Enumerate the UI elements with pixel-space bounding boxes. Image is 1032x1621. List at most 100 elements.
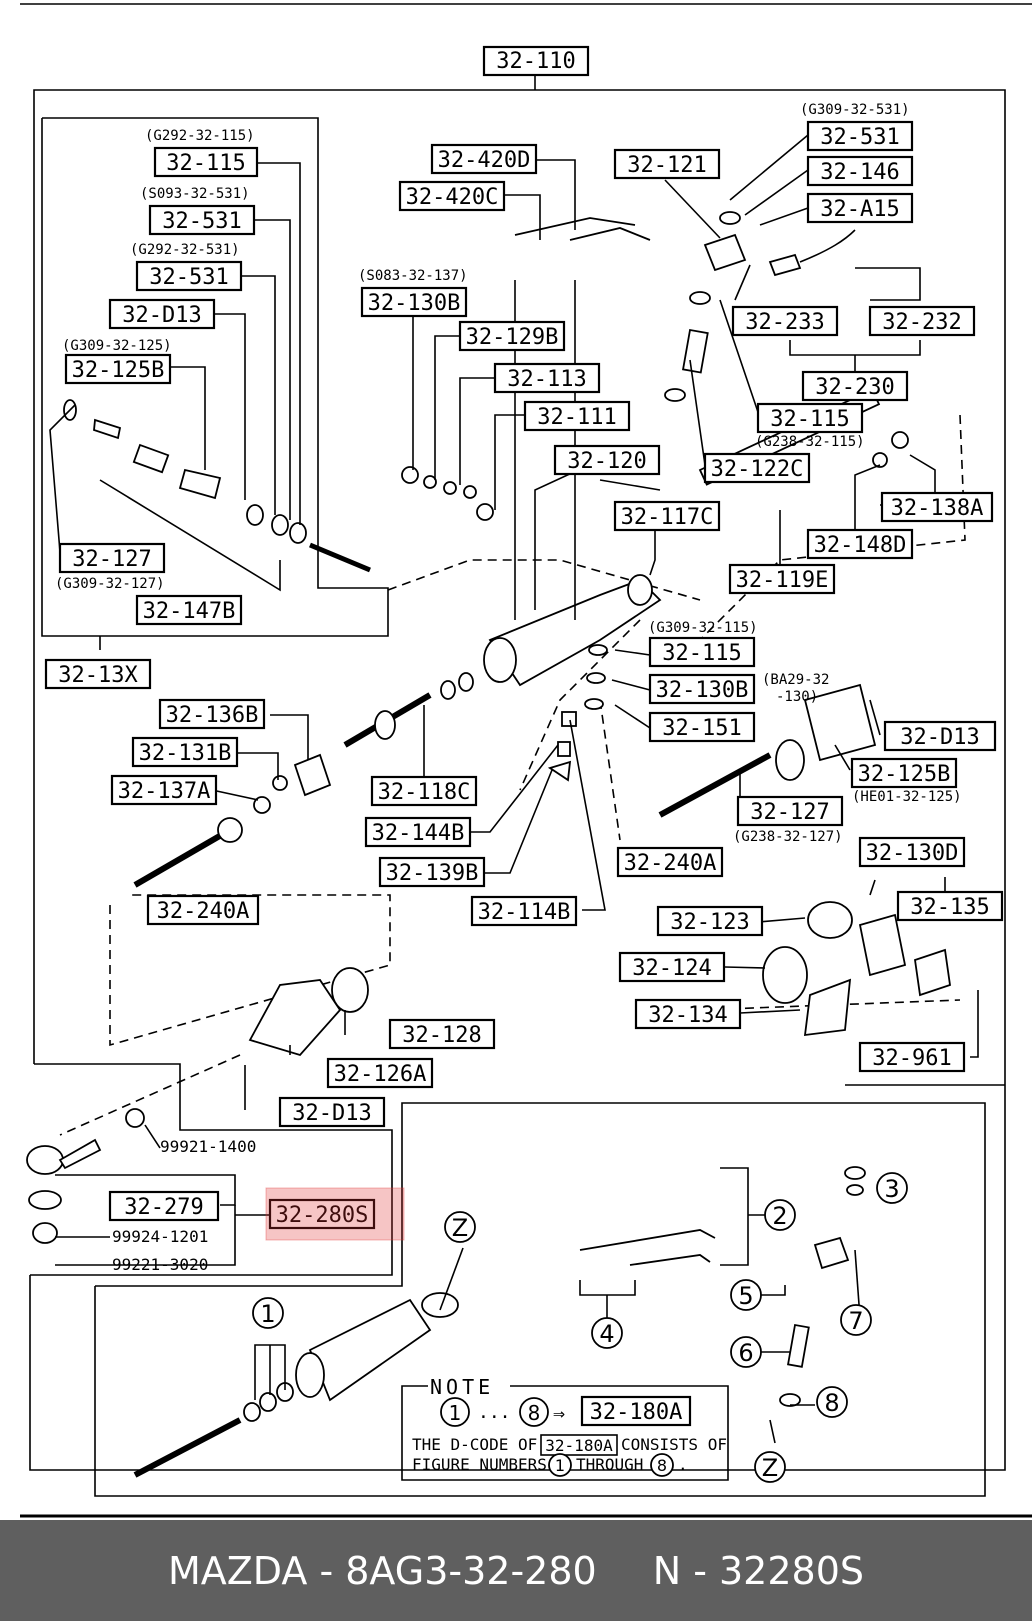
left-subassembly-parts — [63, 399, 371, 573]
label-32-279: 32-279 — [124, 1195, 203, 1220]
label-32-130b-a: 32-130B — [368, 291, 461, 316]
label-32-119e: 32-119E — [736, 568, 829, 593]
label-32-127-a: 32-127 — [72, 547, 151, 572]
code-ba29-line2: -130) — [776, 689, 818, 705]
label-32-240a-right: 32-240A — [624, 851, 717, 876]
figure-number-2: 2 — [772, 1202, 787, 1230]
label-32-151: 32-151 — [662, 716, 741, 741]
note-line1-b: CONSISTS OF — [621, 1435, 727, 1454]
label-32-113: 32-113 — [507, 367, 586, 392]
label-32-136b: 32-136B — [166, 703, 259, 728]
label-32-123: 32-123 — [670, 910, 749, 935]
label-32-122c: 32-122C — [711, 457, 804, 482]
figure-number-5: 5 — [738, 1282, 753, 1310]
label-32-961: 32-961 — [872, 1046, 951, 1071]
note-title: NOTE — [430, 1375, 494, 1399]
label-32-126a: 32-126A — [334, 1062, 427, 1087]
label-32-114b: 32-114B — [478, 900, 571, 925]
label-32-d13-right: 32-D13 — [900, 725, 979, 750]
label-32-232: 32-232 — [882, 310, 961, 335]
figure-number-7: 7 — [848, 1307, 863, 1335]
label-32-d13-a: 32-D13 — [122, 303, 201, 328]
label-32-118c: 32-118C — [378, 780, 471, 805]
label-32-531-right: 32-531 — [820, 125, 899, 150]
label-32-131b: 32-131B — [139, 741, 232, 766]
label-32-531-a: 32-531 — [162, 209, 241, 234]
part-number-footer: MAZDA - 8AG3-32-280 N - 32280S — [0, 1520, 1032, 1621]
label-32-146: 32-146 — [820, 160, 899, 185]
note-figure-8: 8 — [528, 1401, 541, 1425]
label-32-134: 32-134 — [648, 1003, 727, 1028]
label-32-233: 32-233 — [745, 310, 824, 335]
label-32-a15: 32-A15 — [820, 197, 899, 222]
figure-number-4: 4 — [599, 1320, 614, 1348]
label-32-110: 32-110 — [496, 49, 575, 74]
label-32-117c: 32-117C — [621, 505, 714, 530]
note-line2-figure-8: 8 — [657, 1456, 667, 1475]
note-line1-code: 32-180A — [545, 1436, 613, 1455]
label-32-128: 32-128 — [402, 1023, 481, 1048]
code-g292-32-531: (G292-32-531) — [130, 242, 240, 258]
code-g309-32-115: (G309-32-115) — [648, 620, 758, 636]
note-line2-figure-1: 1 — [555, 1456, 565, 1475]
label-32-130b-mid: 32-130B — [656, 678, 749, 703]
code-s083-32-137: (S083-32-137) — [358, 268, 468, 284]
note-line2-a: FIGURE NUMBERS — [412, 1455, 547, 1474]
figure-number-1: 1 — [260, 1300, 275, 1328]
boot-left — [248, 967, 369, 1057]
figure-number-8: 8 — [824, 1389, 839, 1417]
label-32-129b: 32-129B — [466, 325, 559, 350]
label-32-280s: 32-280S — [276, 1203, 369, 1228]
footer-mazda-part-number: MAZDA - 8AG3-32-280 — [167, 1548, 597, 1593]
note-range-dots: ... — [478, 1402, 511, 1423]
label-32-138a: 32-138A — [891, 496, 984, 521]
note-line2-b: THROUGH — [576, 1455, 643, 1474]
highlight-32-280s — [265, 1187, 405, 1241]
label-32-240a-left: 32-240A — [157, 899, 250, 924]
code-he01-32-125: (HE01-32-125) — [852, 789, 962, 805]
code-g309-32-125: (G309-32-125) — [62, 338, 172, 354]
code-ba29-line1: (BA29-32 — [762, 672, 829, 688]
code-g309-32-127: (G309-32-127) — [55, 576, 165, 592]
figure-number-6: 6 — [738, 1339, 753, 1367]
figure-number-markers: 1 2 3 4 5 6 7 8 Z Z — [252, 1172, 908, 1483]
tie-rod-end — [26, 1108, 145, 1244]
parts-diagram: 32-110 (G292-32-115) 32-115 (S093-32-531… — [20, 3, 1032, 1518]
label-32-125b-a: 32-125B — [72, 358, 165, 383]
figure-number-3: 3 — [884, 1175, 899, 1203]
note-line1-a: THE D-CODE OF — [412, 1435, 537, 1454]
label-99924-1201: 99924-1201 — [112, 1227, 208, 1246]
code-g238-32-115: (G238-32-115) — [755, 434, 865, 450]
label-32-115-mid: 32-115 — [662, 641, 741, 666]
label-32-120: 32-120 — [567, 449, 646, 474]
right-side-parts — [658, 431, 951, 1037]
z-marker-bottom: Z — [762, 1454, 778, 1482]
label-32-127-right: 32-127 — [750, 800, 829, 825]
label-32-420d: 32-420D — [438, 148, 531, 173]
label-32-531-b: 32-531 — [149, 265, 228, 290]
note-code: 32-180A — [590, 1400, 683, 1425]
label-32-230: 32-230 — [815, 375, 894, 400]
label-32-144b: 32-144B — [372, 821, 465, 846]
label-32-13x: 32-13X — [58, 663, 138, 688]
label-32-139b: 32-139B — [386, 861, 479, 886]
label-32-115-right: 32-115 — [770, 407, 849, 432]
svg-text:.: . — [678, 1455, 688, 1474]
label-32-d13-bottom: 32-D13 — [292, 1101, 371, 1126]
middle-parts — [253, 644, 608, 814]
label-32-137a: 32-137A — [118, 779, 211, 804]
label-32-147b: 32-147B — [143, 599, 236, 624]
note-box: NOTE 1 ... 8 ⇒ 32-180A THE D-CODE OF 32-… — [401, 1375, 729, 1481]
label-32-130d: 32-130D — [866, 841, 959, 866]
note-arrow: ⇒ — [553, 1401, 565, 1425]
label-32-111: 32-111 — [537, 405, 616, 430]
code-g292-32-115: (G292-32-115) — [145, 128, 255, 144]
footer-oem-code: N - 32280S — [652, 1548, 865, 1593]
code-s093-32-531: (S093-32-531) — [140, 186, 250, 202]
note-figure-1: 1 — [449, 1401, 462, 1425]
inner-tie-rod-left — [133, 817, 243, 888]
bottom-box-parts — [133, 1166, 866, 1478]
label-32-121: 32-121 — [627, 153, 706, 178]
part-labels: 32-110 (G292-32-115) 32-115 (S093-32-531… — [44, 45, 1004, 1274]
label-32-148d: 32-148D — [814, 533, 907, 558]
